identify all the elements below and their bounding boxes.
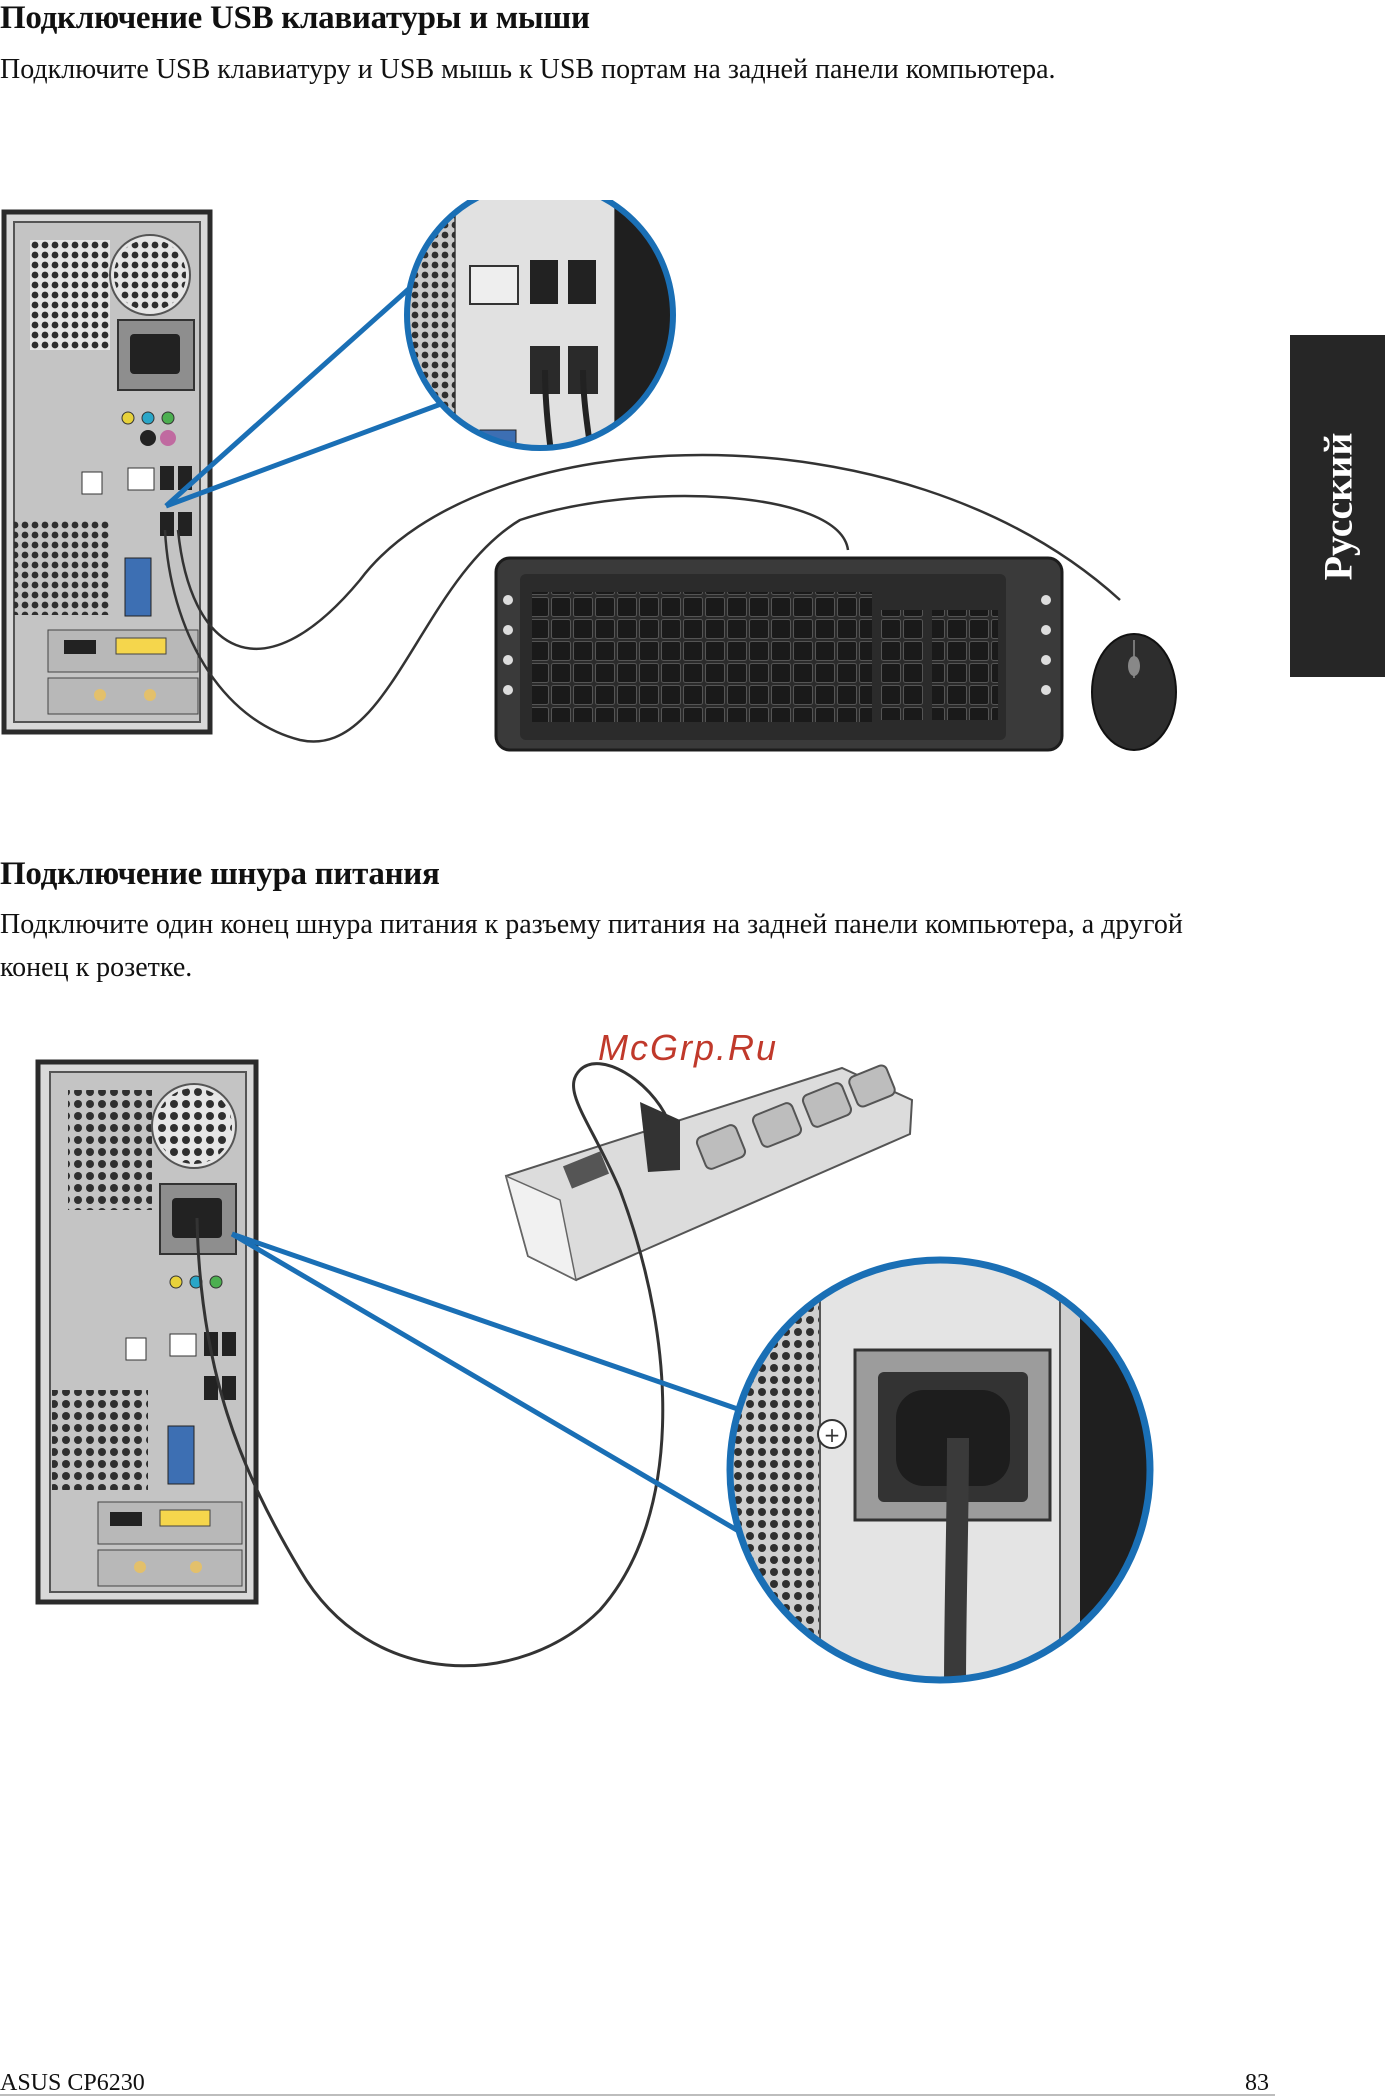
pc-rear-panel: [4, 212, 210, 732]
power-section-text: Подключите один конец шнура питания к ра…: [0, 903, 1195, 989]
svg-text:+: +: [824, 1423, 841, 1447]
footer-model: ASUS CP6230: [0, 2070, 145, 2097]
power-section-title: Подключение шнура питания: [0, 856, 440, 893]
power-connection-illustration: +: [0, 1050, 1160, 1780]
language-tab: Русский: [1290, 335, 1385, 677]
footer-page-number: 83: [1245, 2070, 1269, 2097]
usb-section-title: Подключение USB клавиатуры и мыши: [0, 0, 590, 37]
footer-rule: [0, 2094, 1275, 2096]
power-strip: [506, 1064, 912, 1280]
usb-section-text: Подключите USB клавиатуру и USB мышь к U…: [0, 48, 1195, 91]
pc-rear-panel-power: [38, 1062, 256, 1602]
mouse: [1092, 634, 1176, 750]
usb-connection-illustration: [0, 200, 1230, 775]
keyboard: [496, 558, 1062, 750]
usb-port-callout: [400, 200, 680, 470]
power-socket-callout: +: [720, 1250, 1160, 1690]
language-tab-label: Русский: [1314, 432, 1361, 580]
